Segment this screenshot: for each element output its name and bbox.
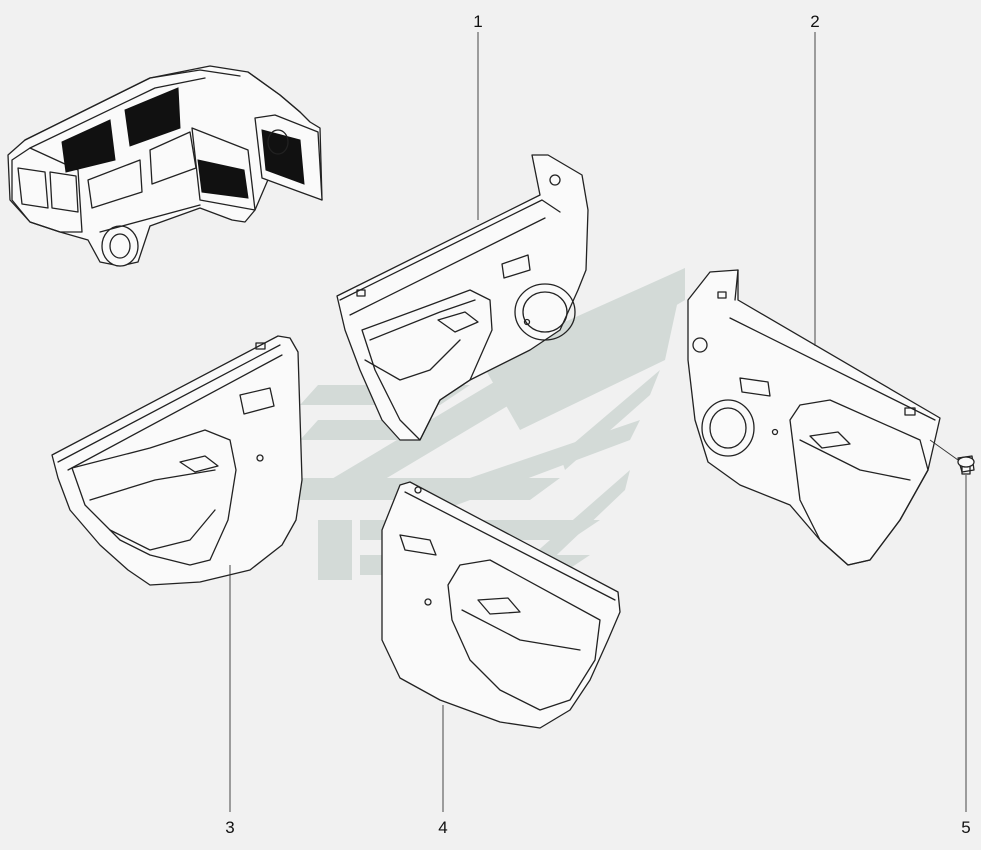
retaining-clip bbox=[957, 455, 975, 475]
callout-2: 2 bbox=[810, 12, 820, 31]
door-trim-panel-front-right bbox=[687, 269, 941, 566]
callout-4: 4 bbox=[438, 818, 448, 837]
leader-lines bbox=[229, 32, 967, 812]
vehicle-overview-illustration bbox=[7, 65, 323, 267]
door-trim-panel-rear-left bbox=[51, 335, 303, 586]
door-trim-panel-rear-right bbox=[381, 481, 621, 729]
callout-3: 3 bbox=[225, 818, 235, 837]
callout-1: 1 bbox=[473, 12, 483, 31]
clip-pointer-line bbox=[929, 439, 959, 461]
door-trim-panel-front-left bbox=[336, 154, 589, 441]
callout-5: 5 bbox=[961, 818, 971, 837]
